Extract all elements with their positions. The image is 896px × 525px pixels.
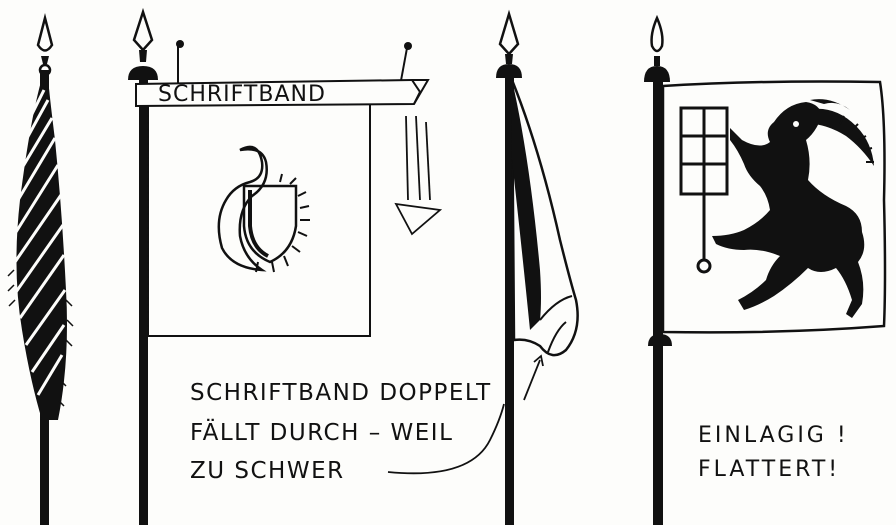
caption-left: SCHRIFTBAND DOPPELT FÄLLT DURCH – WEIL Z… <box>190 380 492 484</box>
fasces-emblem <box>679 106 729 274</box>
caption-right-line-1: EINLAGIG ! <box>698 423 849 448</box>
schriftband-label: SCHRIFTBAND <box>158 82 326 107</box>
caption-left-line-1: SCHRIFTBAND DOPPELT <box>190 380 492 406</box>
hanging-flag-3 <box>496 9 579 525</box>
ibex-emblem <box>712 99 874 318</box>
banner-flag-2: SCHRIFTBAND <box>128 7 443 525</box>
caption-left-line-3: ZU SCHWER <box>190 458 345 484</box>
pointer-curve <box>387 403 505 475</box>
caption-right-line-2: FLATTERT! <box>698 457 840 482</box>
furled-flag-1 <box>7 13 74 525</box>
falling-arrow <box>394 115 443 236</box>
flying-flag-4 <box>644 14 887 525</box>
flame-shield-emblem <box>217 145 310 273</box>
caption-right: EINLAGIG ! FLATTERT! <box>698 423 849 482</box>
caption-left-line-2: FÄLLT DURCH – WEIL <box>190 418 453 446</box>
